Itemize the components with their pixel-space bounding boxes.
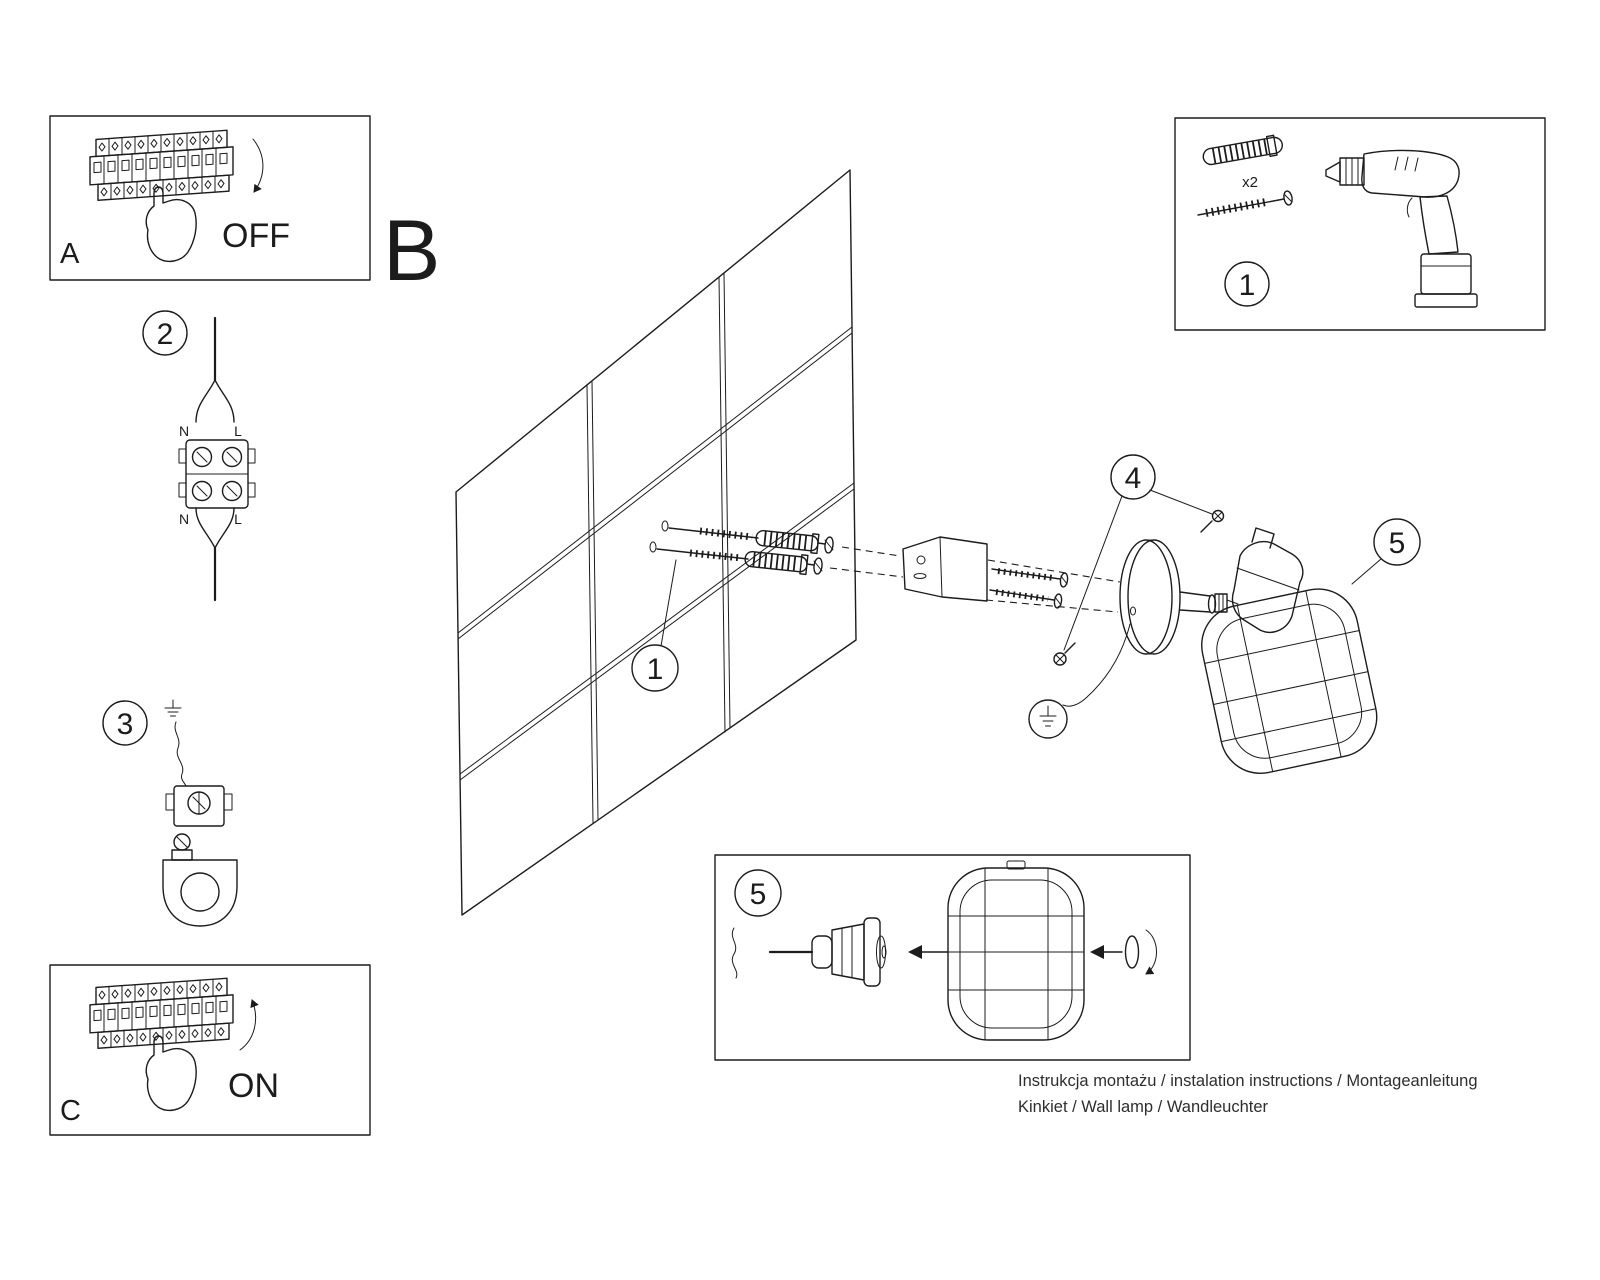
- step-1-number: 1: [647, 653, 664, 686]
- mounting-bracket-icon: [902, 536, 988, 602]
- panel-b-label: B: [383, 203, 440, 299]
- step-4-leader: [1063, 495, 1123, 651]
- panel-c: ON C: [49, 964, 371, 1136]
- box-step-5-shade: 5: [714, 854, 1191, 1061]
- footer: Instrukcja montażu / instalation instruc…: [1018, 1072, 1478, 1116]
- circuit-breaker-icon: [89, 129, 234, 202]
- wall-panels: [455, 169, 857, 916]
- step-3-badge: [102, 700, 148, 746]
- hand-icon: [145, 1035, 197, 1112]
- cable-merge: [195, 507, 235, 549]
- panel-a: OFF A: [49, 115, 371, 281]
- step-4-leader: [1149, 489, 1213, 515]
- wall-vertical-seams: [586, 272, 731, 824]
- wall-anchor-icon: [1202, 134, 1283, 166]
- hand-icon: [145, 186, 197, 263]
- step-4-callout: 4: [1063, 454, 1213, 651]
- ground-wire: [1062, 623, 1131, 707]
- step-1-number: 1: [1239, 269, 1256, 302]
- neutral-label-bottom: N: [179, 511, 189, 527]
- live-label-bottom: L: [234, 511, 242, 527]
- assembly-arrow-left: [908, 945, 949, 959]
- terminal-connector-icon: [165, 785, 233, 827]
- screw-icon: [1197, 190, 1293, 217]
- box-1-border: [1174, 117, 1546, 331]
- drill-hole: [661, 520, 669, 532]
- ground-wire: [174, 721, 187, 787]
- screw-slot: [824, 539, 834, 551]
- wall-canopy-icon: [1119, 539, 1181, 655]
- step-1-leader: [660, 559, 677, 647]
- footer-line-1: Instrukcja montażu / instalation instruc…: [1018, 1072, 1478, 1090]
- drill-hole: [649, 541, 657, 553]
- wall-anchor-icon: [755, 529, 820, 555]
- step-5-badge: [1373, 518, 1421, 566]
- drill-icon: [1325, 149, 1478, 308]
- cage-shade-icon: [1201, 588, 1378, 775]
- wall-horizontal-seams: [457, 326, 855, 781]
- ground-wire-callout: [1028, 623, 1131, 739]
- panel-a-label: A: [60, 238, 80, 270]
- assembly-guide-lines: [829, 546, 1121, 613]
- wall-anchor-icon: [744, 550, 809, 576]
- lamp-arm-icon: [1179, 591, 1239, 614]
- wire-squiggle: [731, 927, 738, 979]
- step-2-badge: [142, 310, 188, 356]
- step-2-number: 2: [157, 318, 174, 351]
- step-3-number: 3: [117, 708, 134, 741]
- anchor-quantity: x2: [1242, 174, 1258, 191]
- step-5-callout: 5: [1351, 518, 1421, 585]
- socket-icon: [811, 917, 887, 987]
- assembly-arrow-right: [1090, 945, 1123, 959]
- ground-symbol-icon: [164, 699, 182, 717]
- step-1-callout: 1: [631, 559, 679, 692]
- screw-tip: [817, 542, 826, 545]
- step-4-badge: [1110, 454, 1156, 500]
- terminal-block-icon: [178, 439, 256, 509]
- cable-split: [195, 379, 235, 423]
- step-5-leader: [1351, 558, 1382, 585]
- screw-head: [813, 557, 823, 575]
- switch-up-arrow-icon: [239, 999, 259, 1051]
- box-step-1-tools: x2 1: [1174, 117, 1546, 331]
- screw-slot: [813, 560, 823, 572]
- step-2-wiring: 2 N L N L: [142, 310, 256, 602]
- screw-tip: [806, 563, 815, 566]
- switch-state-off: OFF: [222, 217, 290, 255]
- wall-outline: [455, 169, 857, 916]
- step-1-badge: [631, 644, 679, 692]
- canopy-screw-top: [1200, 509, 1225, 533]
- ground-symbol-icon: [1039, 705, 1057, 727]
- cage-shade-front-icon: [947, 860, 1085, 1041]
- box-5-border: [714, 854, 1191, 1061]
- step-3-ground-connector: 3: [102, 699, 238, 927]
- panel-c-border: [49, 964, 371, 1136]
- panel-a-border: [49, 115, 371, 281]
- lamp-holder-icon: [162, 833, 238, 927]
- screw-head: [824, 536, 834, 554]
- step-5-number: 5: [1389, 527, 1406, 560]
- bracket-screws: [989, 568, 1069, 609]
- switch-state-on: ON: [228, 1067, 279, 1105]
- screw-shaft: [668, 527, 759, 539]
- switch-down-arrow-icon: [252, 138, 264, 193]
- mounting-hardware: [656, 527, 1121, 613]
- lamp-socket-housing-icon: [1231, 527, 1304, 634]
- footer-line-2: Kinkiet / Wall lamp / Wandleuchter: [1018, 1098, 1269, 1116]
- step-5-number: 5: [750, 878, 767, 911]
- neutral-label-top: N: [179, 423, 189, 439]
- step-5-badge: [734, 869, 782, 917]
- panel-c-label: C: [60, 1095, 81, 1127]
- step-4-number: 4: [1125, 462, 1142, 495]
- retaining-ring-icon: [1124, 935, 1140, 969]
- canopy-screw-bottom: [1053, 642, 1076, 666]
- step-1-badge: [1224, 261, 1270, 307]
- ground-badge: [1028, 699, 1068, 739]
- live-label-top: L: [234, 423, 242, 439]
- rotate-arrow-icon: [1145, 929, 1157, 975]
